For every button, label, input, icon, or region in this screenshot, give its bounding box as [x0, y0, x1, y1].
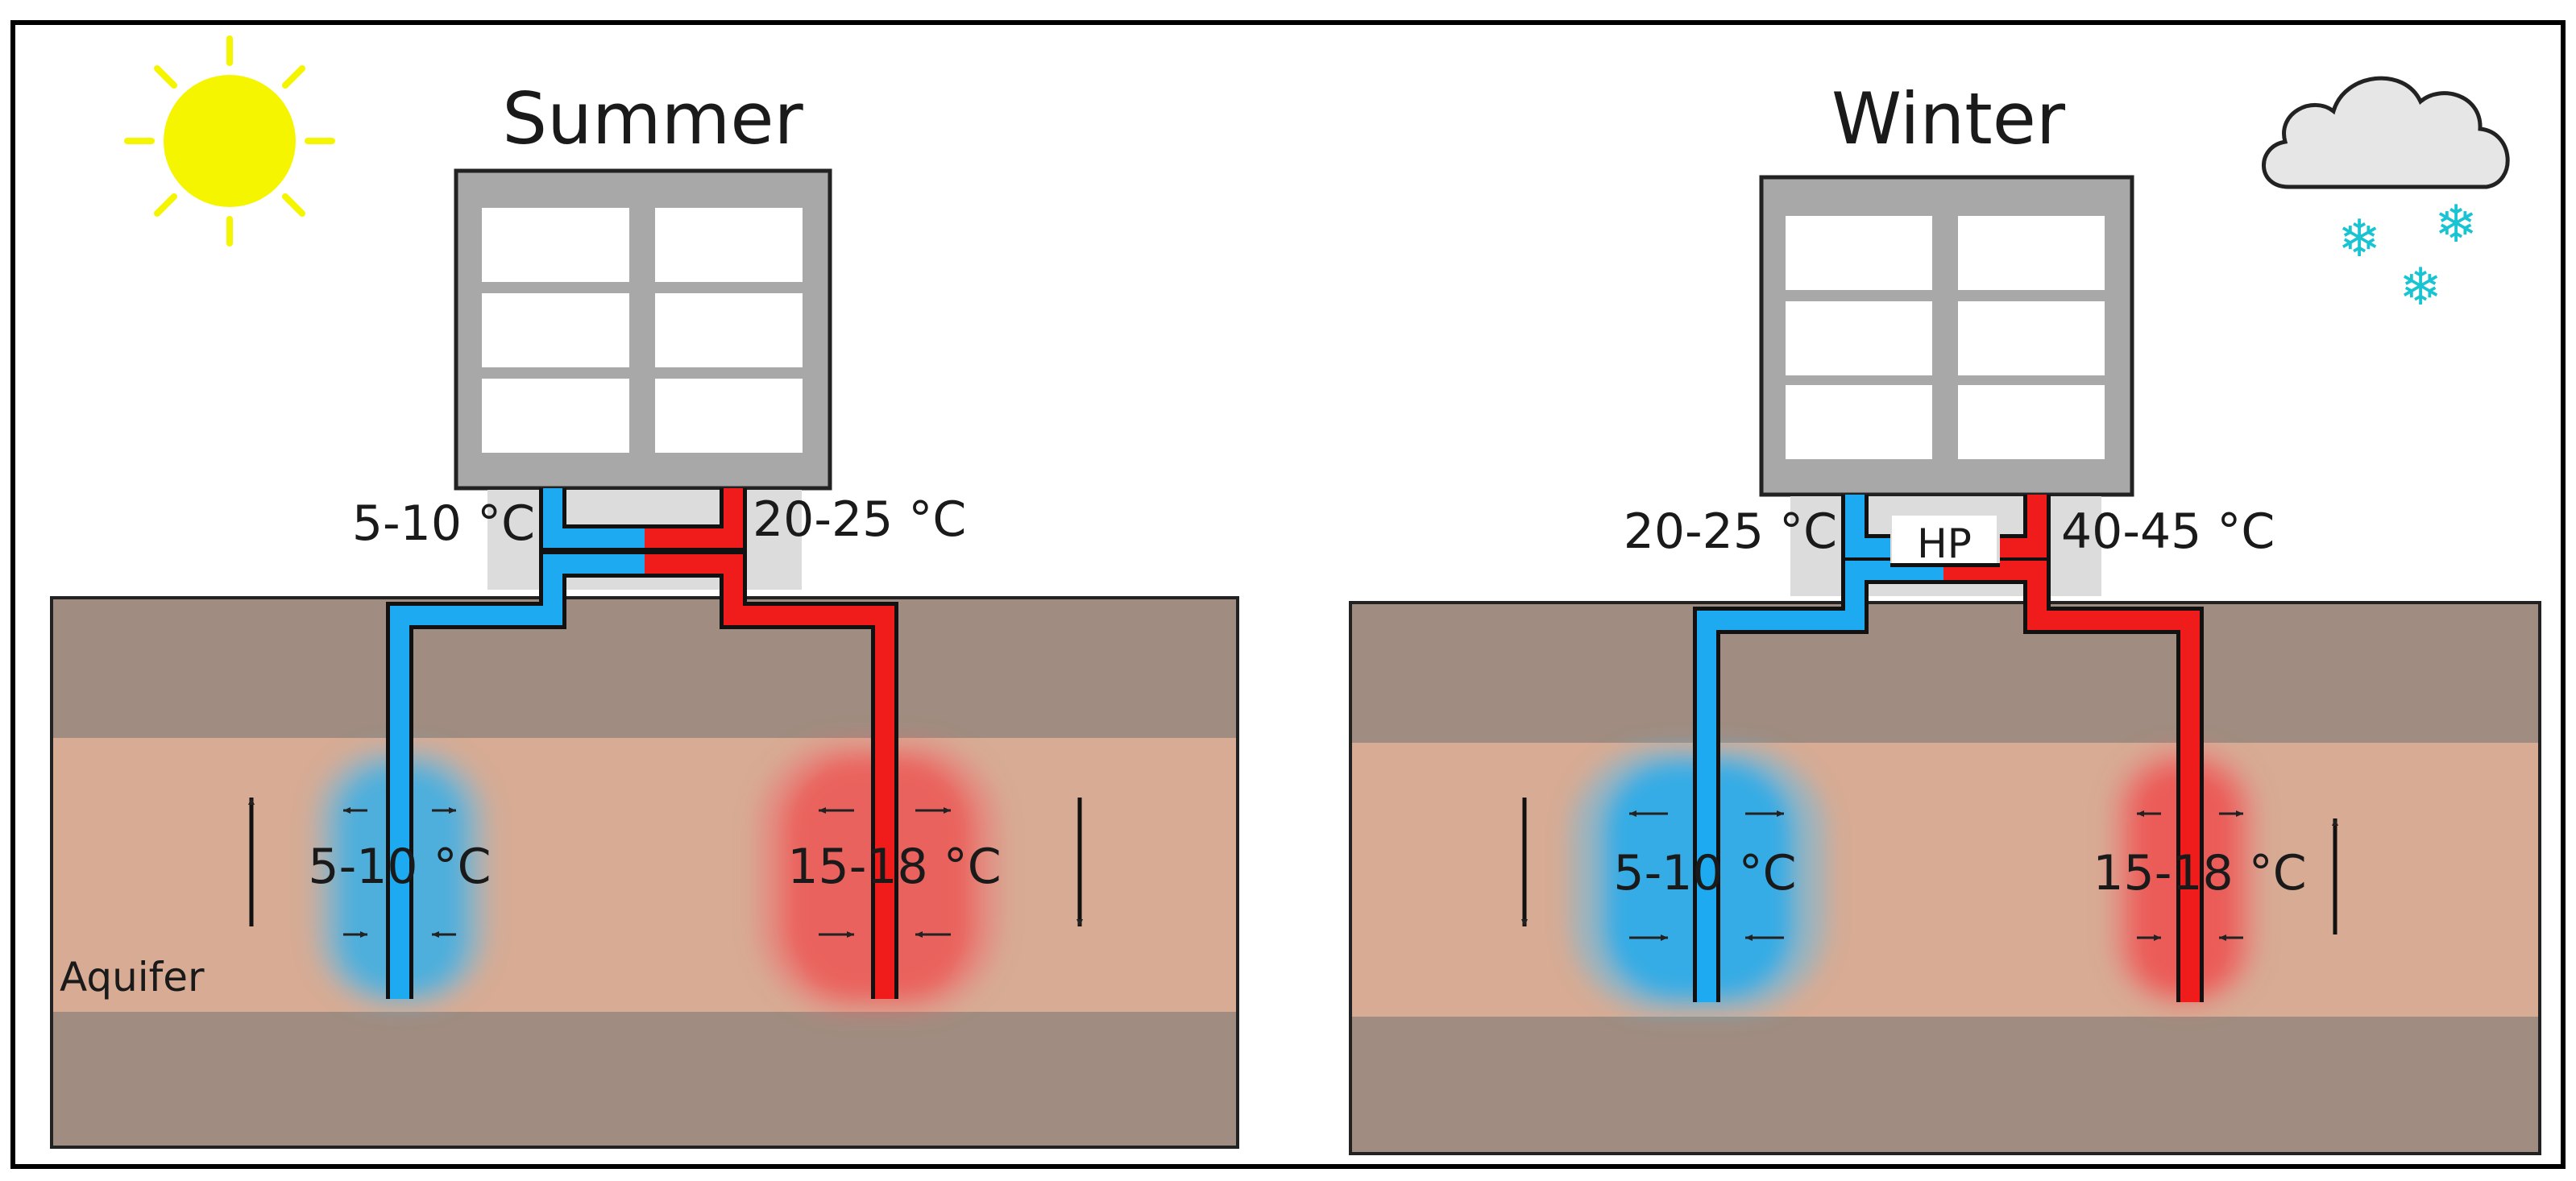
winter-building: [1759, 175, 2134, 497]
summer-panel: Summer: [50, 35, 1239, 1149]
heat-pump-label: HP: [1917, 520, 1972, 567]
winter-panel: Winter ❄ ❄ ❄: [1349, 76, 2541, 1155]
snowflake-icon: ❄: [2337, 209, 2381, 269]
summer-title: Summer: [502, 77, 803, 160]
winter-cold-well-temp: 5-10 °C: [1613, 845, 1796, 901]
summer-well-flow-arrows: [343, 807, 951, 938]
snowflake-icon: ❄: [2434, 195, 2478, 255]
summer-cold-pipe: [390, 488, 645, 999]
aquifer-label: Aquifer: [60, 954, 205, 1001]
summer-cold-well-temp: 5-10 °C: [308, 839, 491, 895]
summer-warm-well-temp: 15-18 °C: [787, 839, 1001, 895]
winter-title: Winter: [1831, 77, 2066, 160]
winter-warm-well-temp: 15-18 °C: [2093, 845, 2306, 901]
winter-pipe-warm-temp: 40-45 °C: [2061, 503, 2275, 560]
sun-icon: [124, 35, 335, 247]
snowflake-icon: ❄: [2399, 258, 2442, 317]
summer-warm-pipe: [645, 488, 894, 999]
winter-pipe-cold-temp: 20-25 °C: [1624, 503, 1837, 560]
heat-pump-box: [1892, 516, 1997, 570]
summer-building: [454, 168, 832, 491]
summer-pipe-warm-temp: 20-25 °C: [753, 491, 966, 548]
summer-pipe-cold-temp: 5-10 °C: [352, 495, 535, 552]
snow-cloud-icon: ❄ ❄ ❄: [2262, 76, 2510, 317]
summer-aquifer-layer: [53, 738, 1236, 1012]
winter-cold-pipe: [1697, 495, 1890, 1002]
winter-warm-pipe: [2000, 495, 2200, 1002]
winter-well-flow-arrows: [1629, 810, 2243, 941]
winter-aquifer-layer: [1352, 743, 2538, 1017]
